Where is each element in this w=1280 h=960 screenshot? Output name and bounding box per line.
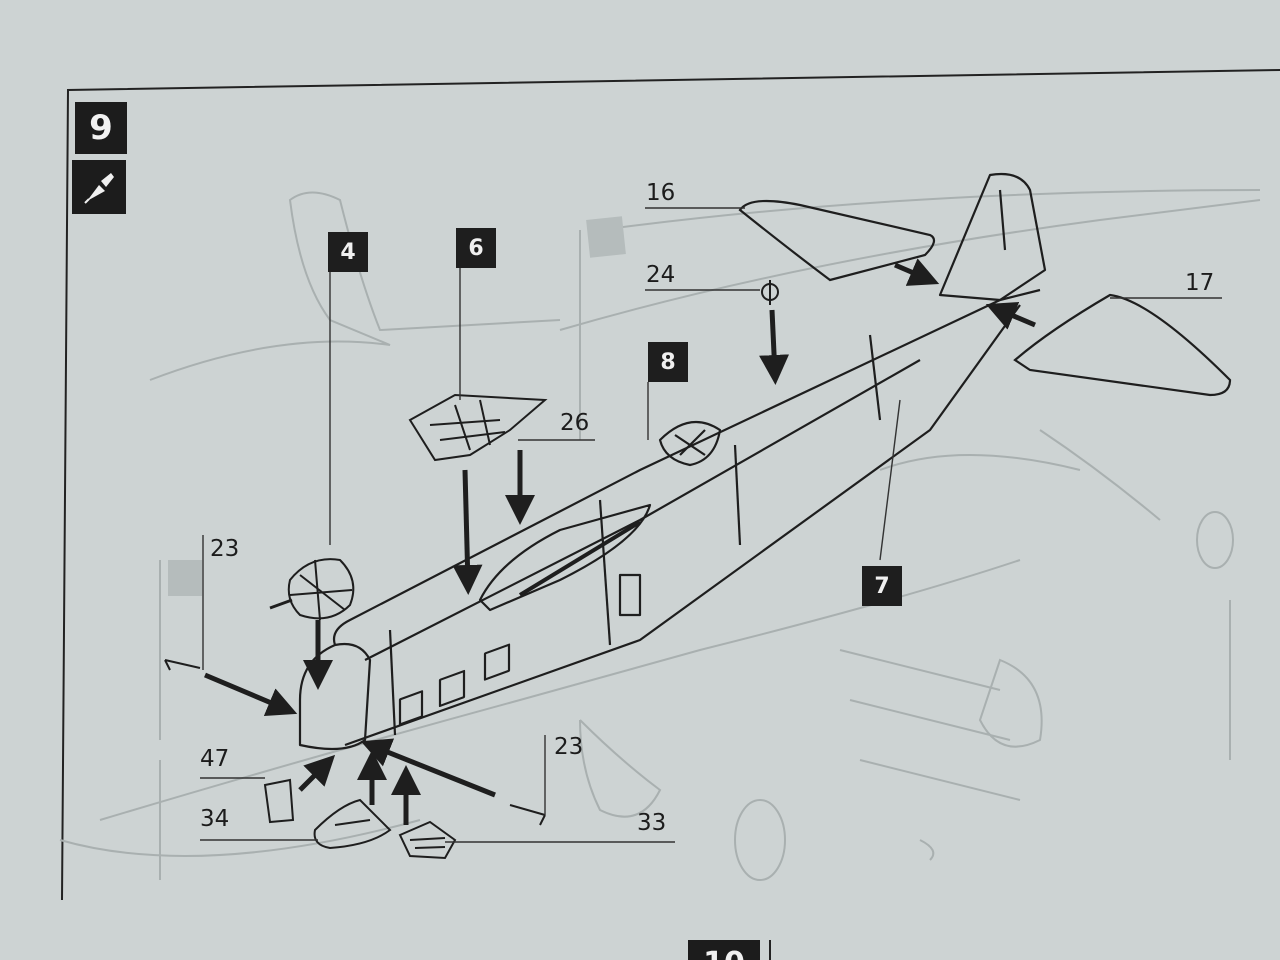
part-callout: 47 — [200, 746, 230, 772]
ghost-step-marks — [168, 216, 626, 596]
fuselage — [298, 172, 1047, 751]
assembly-arrows — [204, 258, 1036, 825]
part-callout: 16 — [646, 180, 676, 206]
subassembly-ref-4: 4 — [328, 232, 368, 272]
subassembly-ref-6: 6 — [456, 228, 496, 268]
glue-brush-icon — [72, 160, 126, 214]
part-callout: 26 — [560, 410, 590, 436]
part-callout: 34 — [200, 806, 230, 832]
page-frame — [61, 69, 1280, 960]
page-number-fragment: 10 — [688, 940, 760, 960]
subassembly-ref-7: 7 — [862, 566, 902, 606]
stabilizer-left-part16 — [738, 199, 936, 282]
part-callout: 24 — [646, 262, 676, 288]
subassembly-ref-8: 8 — [648, 342, 688, 382]
loose-parts — [164, 280, 779, 860]
part-callout: 17 — [1185, 270, 1215, 296]
ghost-aircraft-outline — [59, 189, 1261, 881]
part-callout: 33 — [637, 810, 667, 836]
horizontal-stabilizers — [738, 199, 1232, 397]
part-callout: 23 — [210, 536, 240, 562]
part-callout: 23 — [554, 734, 584, 760]
leader-lines — [200, 207, 1222, 843]
step-number-badge: 9 — [75, 102, 127, 154]
stabilizer-right-part17 — [1013, 293, 1232, 397]
